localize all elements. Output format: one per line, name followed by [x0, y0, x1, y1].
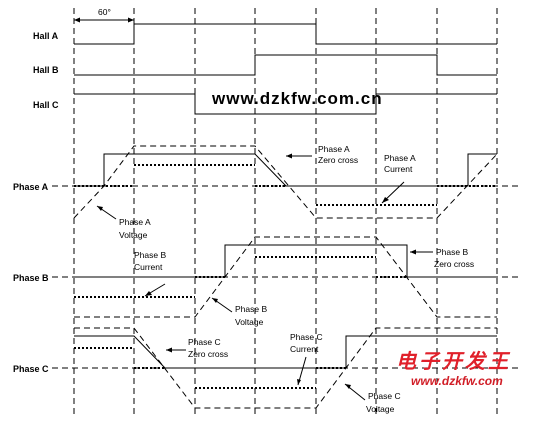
phase-c-voltage [74, 327, 497, 409]
phase-a-drive [74, 153, 497, 187]
angle-label: 60° [98, 7, 111, 17]
svg-text:Phase B: Phase B [235, 304, 267, 314]
hall-b-signal [74, 54, 497, 76]
phase-a-current [74, 164, 497, 206]
svg-text:Zero cross: Zero cross [188, 349, 228, 359]
svg-text:Voltage: Voltage [235, 317, 264, 327]
phase-b-current [74, 256, 407, 298]
svg-text:Phase C: Phase C [188, 337, 221, 347]
watermark-corner-url: www.dzkfw.com [411, 374, 503, 388]
phase-a-label: Phase A [13, 182, 49, 192]
svg-text:Phase A: Phase A [384, 153, 416, 163]
svg-text:Phase B: Phase B [134, 250, 166, 260]
phase-c-current [74, 347, 346, 389]
svg-text:Phase A: Phase A [119, 217, 151, 227]
svg-text:Phase A: Phase A [318, 144, 350, 154]
hall-b-label: Hall B [33, 65, 59, 75]
gridlines [73, 8, 498, 414]
phase-b-voltage [74, 236, 497, 318]
svg-text:Voltage: Voltage [366, 404, 395, 414]
phase-a-voltage [73, 145, 498, 219]
svg-text:Phase C: Phase C [290, 332, 323, 342]
sixty-degree-marker: 60° [74, 7, 134, 23]
hall-c-signal [74, 93, 497, 115]
svg-text:Current: Current [290, 344, 319, 354]
hall-a-signal [74, 23, 497, 45]
svg-text:Current: Current [134, 262, 163, 272]
phase-b-label: Phase B [13, 273, 49, 283]
hall-c-label: Hall C [33, 100, 59, 110]
svg-text:Voltage: Voltage [119, 230, 148, 240]
phase-c-label: Phase C [13, 364, 49, 374]
svg-text:Current: Current [384, 164, 413, 174]
svg-text:Phase B: Phase B [436, 247, 468, 257]
watermark-url: www.dzkfw.com.cn [211, 89, 383, 108]
watermark-site-name: 电子开发王 [396, 350, 511, 373]
svg-text:Phase C: Phase C [368, 391, 401, 401]
hall-a-label: Hall A [33, 31, 59, 41]
svg-text:Zero cross: Zero cross [434, 259, 474, 269]
svg-text:Zero cross: Zero cross [318, 155, 358, 165]
